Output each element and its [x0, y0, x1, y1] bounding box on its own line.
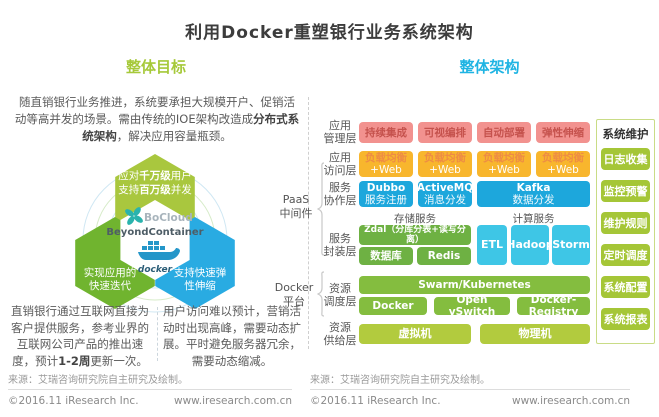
layer-label-resource-supply: 资源供给层: [323, 321, 357, 347]
page-title: 利用Docker重塑银行业务系统架构: [185, 23, 474, 43]
hexagon-right-line1: 支持快速弹: [174, 266, 227, 279]
box-redis: Redis: [417, 247, 471, 265]
note1-post: 更新一次。: [90, 353, 148, 368]
box-zdal: Zdal（分库分表+读写分离）: [359, 225, 471, 245]
intro-text-post: ，解决应用容量瓶颈。: [116, 129, 232, 143]
note1-bold: 1-2周: [58, 353, 91, 368]
btn-log-collection: 日志收集: [601, 148, 650, 170]
box-database: 数据库: [359, 247, 413, 265]
box-open-vswitch: Open vSwitch: [434, 294, 510, 318]
footer-divider-right: [310, 389, 630, 390]
box-lb-web-4: 负载均衡+Web: [536, 151, 590, 177]
notes-divider: [157, 307, 158, 361]
bocloud-logo-icon: [125, 207, 143, 225]
layer-label-service-collab: 服务协作层: [323, 181, 357, 207]
section-heading-goals: 整体目标: [125, 58, 186, 76]
box-lb-web-3: 负载均衡+Web: [477, 151, 531, 177]
btn-system-report: 系统报表: [601, 308, 650, 330]
btn-system-config: 系统配置: [601, 276, 650, 298]
box-visual-orchestration: 可视编排: [418, 122, 472, 143]
storage-service-heading: 存储服务: [394, 213, 436, 225]
box-elastic-scale: 弹性伸缩: [536, 122, 590, 143]
section-divider: [308, 97, 309, 349]
maintenance-panel-title: 系统维护: [602, 127, 649, 141]
box-auto-deploy: 自动部署: [477, 122, 531, 143]
layer-label-app-mgmt: 应用管理层: [323, 119, 357, 145]
section-heading-architecture: 整体架构: [459, 58, 520, 76]
footer-divider-left: [8, 389, 292, 390]
layer-label-resource-sched: 资源调度层: [323, 282, 357, 308]
hexagon-left-line1: 实现应用的: [84, 266, 137, 279]
bocloud-logo-text: BoCloud: [144, 212, 193, 224]
copyright-left: ©2016.11 iResearch Inc.: [8, 395, 139, 407]
hexagon-left-line2: 快速迭代: [89, 280, 131, 292]
docker-brace: [317, 271, 325, 317]
website-right: www.iresearch.com.cn: [511, 395, 630, 407]
box-vm: 虚拟机: [359, 324, 471, 344]
website-left: www.iresearch.com.cn: [173, 395, 292, 407]
box-swarm-kubernetes: Swarm/Kubernetes: [359, 276, 590, 294]
source-note-left: 来源：艾瑞咨询研究院自主研究及绘制。: [8, 375, 188, 386]
box-lb-web-2: 负载均衡+Web: [418, 151, 472, 177]
footer-left: ©2016.11 iResearch Inc. www.iresearch.co…: [8, 395, 292, 407]
hexagon-right-line2: 性伸缩: [184, 279, 216, 292]
hexagon-top-line1: 应对千万级用户: [118, 169, 192, 182]
source-note-right: 来源：艾瑞咨询研究院自主研究及绘制。: [310, 375, 490, 386]
box-storm: Storm: [552, 225, 590, 265]
box-etl: ETL: [477, 225, 507, 265]
beyondcontainer-text: BeyondContainer: [106, 227, 203, 238]
btn-scheduled-dispatch: 定时调度: [601, 244, 650, 266]
hexagon-top-line2: 支持百万级并发: [118, 183, 192, 196]
docker-logo-text: docker: [138, 265, 173, 275]
docker-whale-icon: [138, 241, 180, 260]
box-hadoop: Hadoop: [506, 225, 554, 265]
note-elastic-scaling: 用户访问难以预计，营销活动时出现高峰，需要动态扩展。平时避免服务器冗余，需要动态…: [163, 304, 301, 368]
intro-text-pre: 随直销银行业务推进，系统要承担大规模开户、促销活动等高并发的场景。需由传统的IO…: [14, 95, 295, 126]
note1-pre: 直销银行通过互联网直接为客户提供服务，参考业界的互联网公司产品的推出速度，预计: [11, 304, 149, 368]
layer-label-service-encap: 服务封装层: [323, 232, 357, 258]
box-ci: 持续集成: [359, 122, 413, 143]
goals-intro-paragraph: 随直销银行业务推进，系统要承担大规模开户、促销活动等高并发的场景。需由传统的IO…: [14, 94, 300, 145]
footer-right: ©2016.11 iResearch Inc. www.iresearch.co…: [310, 395, 630, 407]
box-docker: Docker: [359, 297, 427, 315]
goal-diagram: 应对千万级用户 支持百万级并发 实现应用的 快速迭代 支持快速弹 性伸缩 BoC…: [75, 154, 235, 313]
layer-label-app-access: 应用访问层: [323, 151, 357, 177]
note-release-speed: 直销银行通过互联网直接为客户提供服务，参考业界的互联网公司产品的推出速度，预计1…: [6, 303, 154, 369]
intro-text-bold: 分布式系统架构: [82, 112, 300, 143]
compute-service-heading: 计算服务: [512, 213, 555, 225]
box-physical-machine: 物理机: [480, 324, 590, 344]
paas-brace: [317, 162, 325, 256]
btn-maintenance-rules: 维护规则: [601, 212, 650, 234]
box-lb-web-1: 负载均衡+Web: [359, 151, 413, 177]
box-docker-registry: Docker-Registry: [517, 294, 590, 318]
btn-monitor-alert: 监控预警: [601, 180, 650, 202]
copyright-right: ©2016.11 iResearch Inc.: [310, 395, 441, 407]
